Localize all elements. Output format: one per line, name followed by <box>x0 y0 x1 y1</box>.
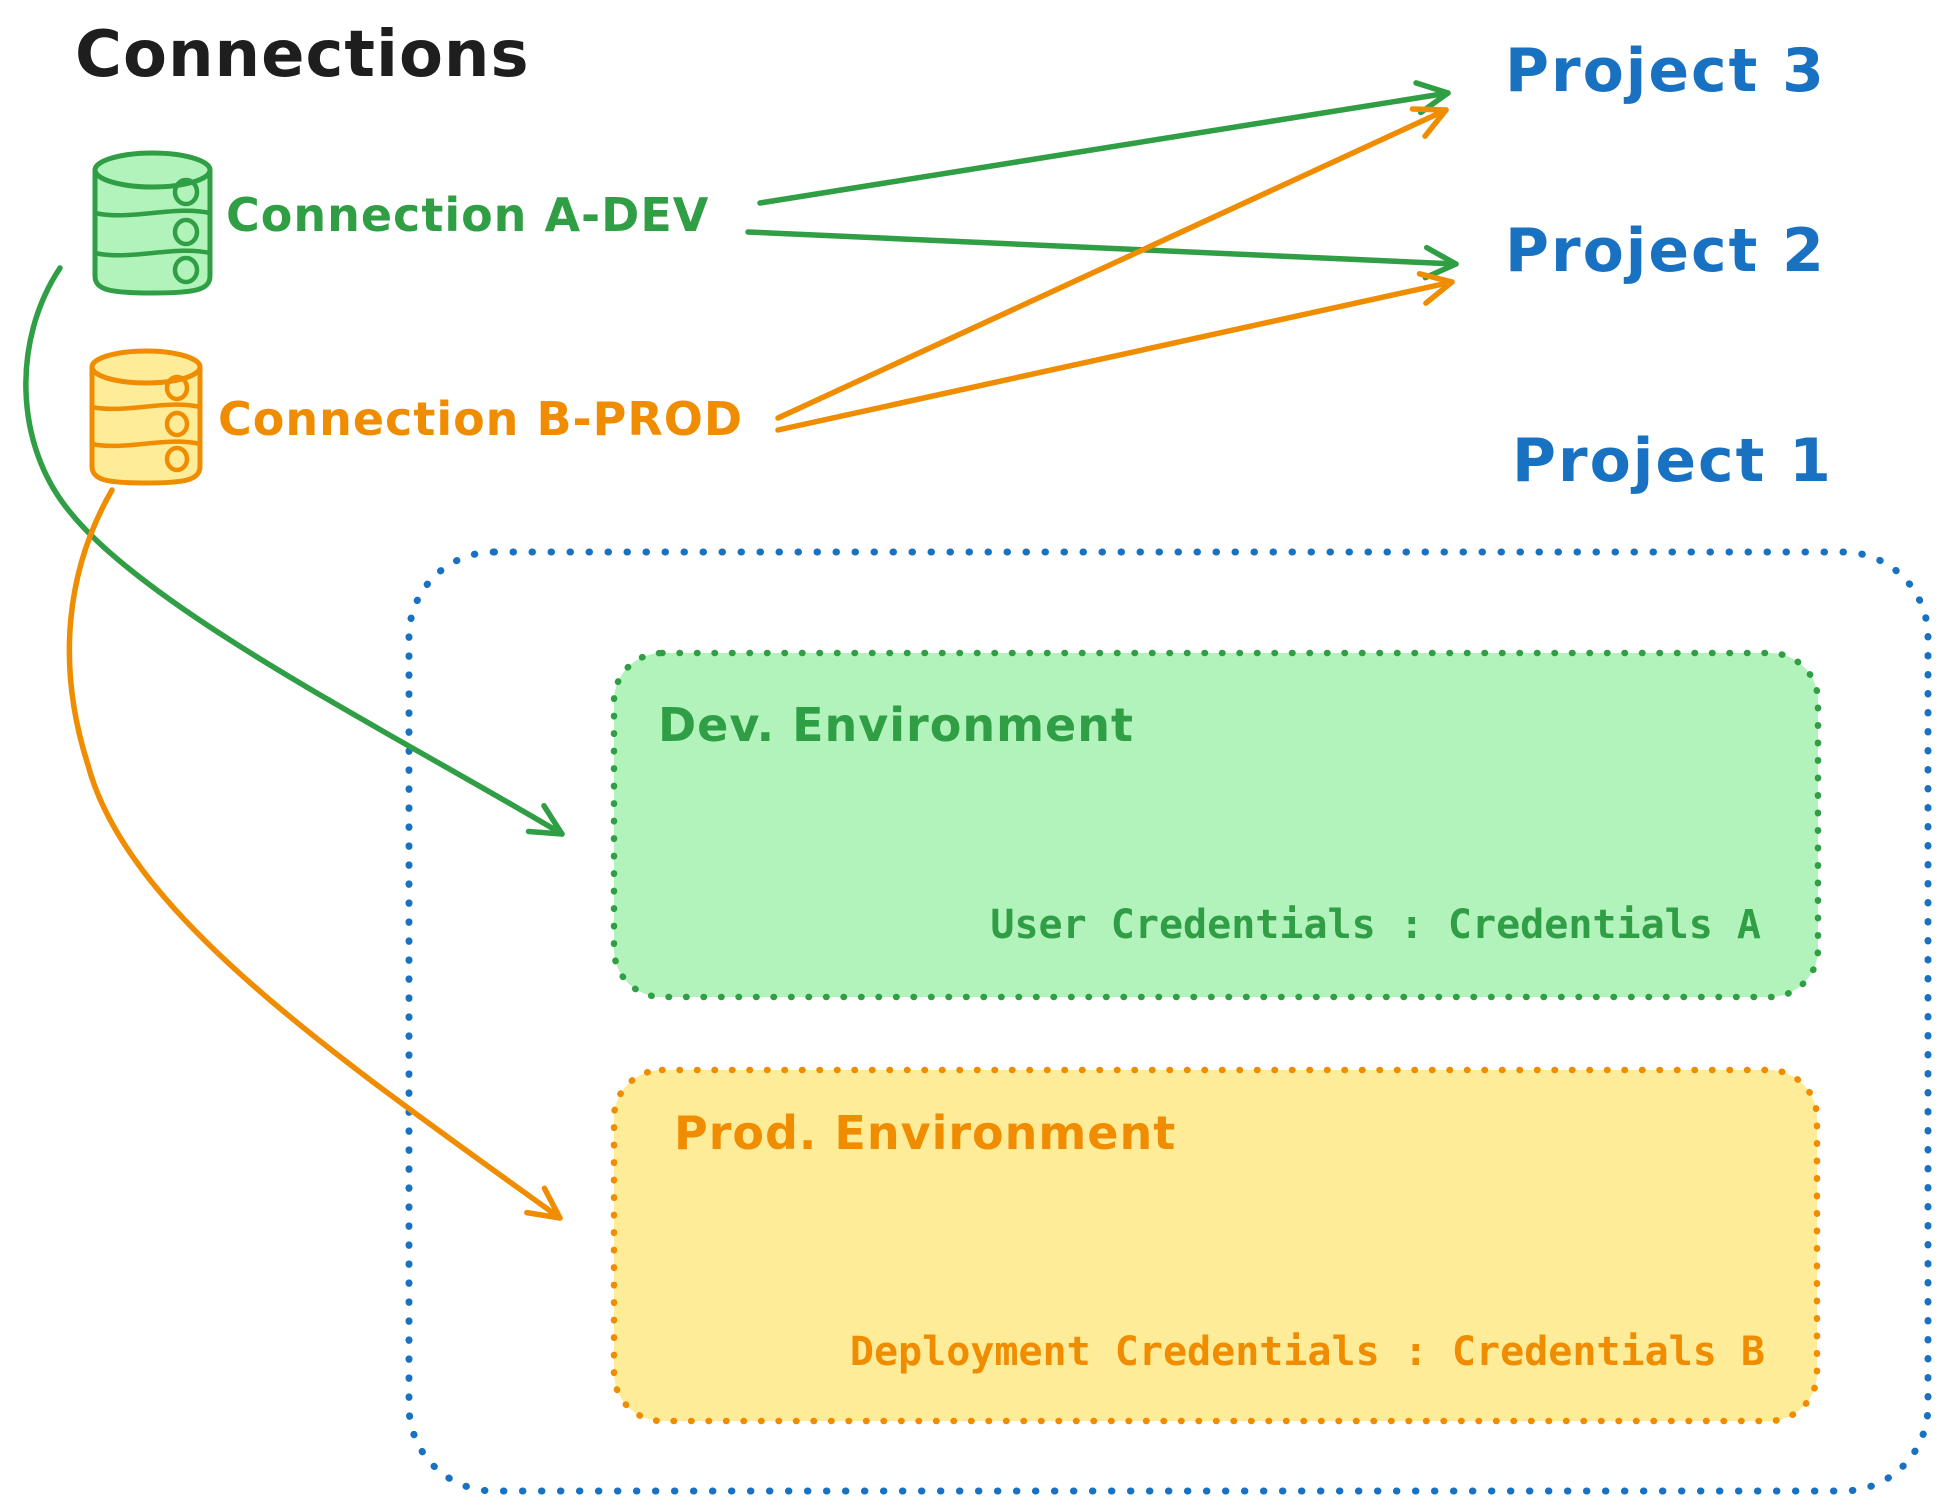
connection-bprod-label: Connection B-PROD <box>218 392 744 446</box>
prod-credentials-text: Deployment Credentials : Credentials B <box>849 1329 1765 1375</box>
database-icon-adev <box>92 150 213 296</box>
dev-environment-box <box>610 649 1822 1001</box>
arrow-adev-to-project3 <box>757 80 1451 206</box>
diagram-title: Connections <box>75 18 530 92</box>
project2-label: Project 2 <box>1505 216 1826 286</box>
arrow-adev-to-project2 <box>745 229 1459 281</box>
dev-environment-label: Dev. Environment <box>658 698 1134 752</box>
prod-environment-label: Prod. Environment <box>674 1106 1177 1160</box>
database-icon-bprod <box>89 348 203 486</box>
project1-container-box <box>405 548 1932 1495</box>
connection-adev-label: Connection A-DEV <box>226 188 710 242</box>
arrow-adev-to-dev-environment <box>23 265 565 837</box>
arrow-bprod-to-prod-environment <box>66 487 563 1221</box>
arrow-bprod-to-project2 <box>775 271 1455 433</box>
arrow-bprod-to-project3 <box>775 106 1449 421</box>
prod-environment-box <box>610 1066 1821 1425</box>
project1-label: Project 1 <box>1512 426 1833 496</box>
project3-label: Project 3 <box>1505 36 1826 106</box>
dev-credentials-text: User Credentials : Credentials A <box>990 902 1761 948</box>
